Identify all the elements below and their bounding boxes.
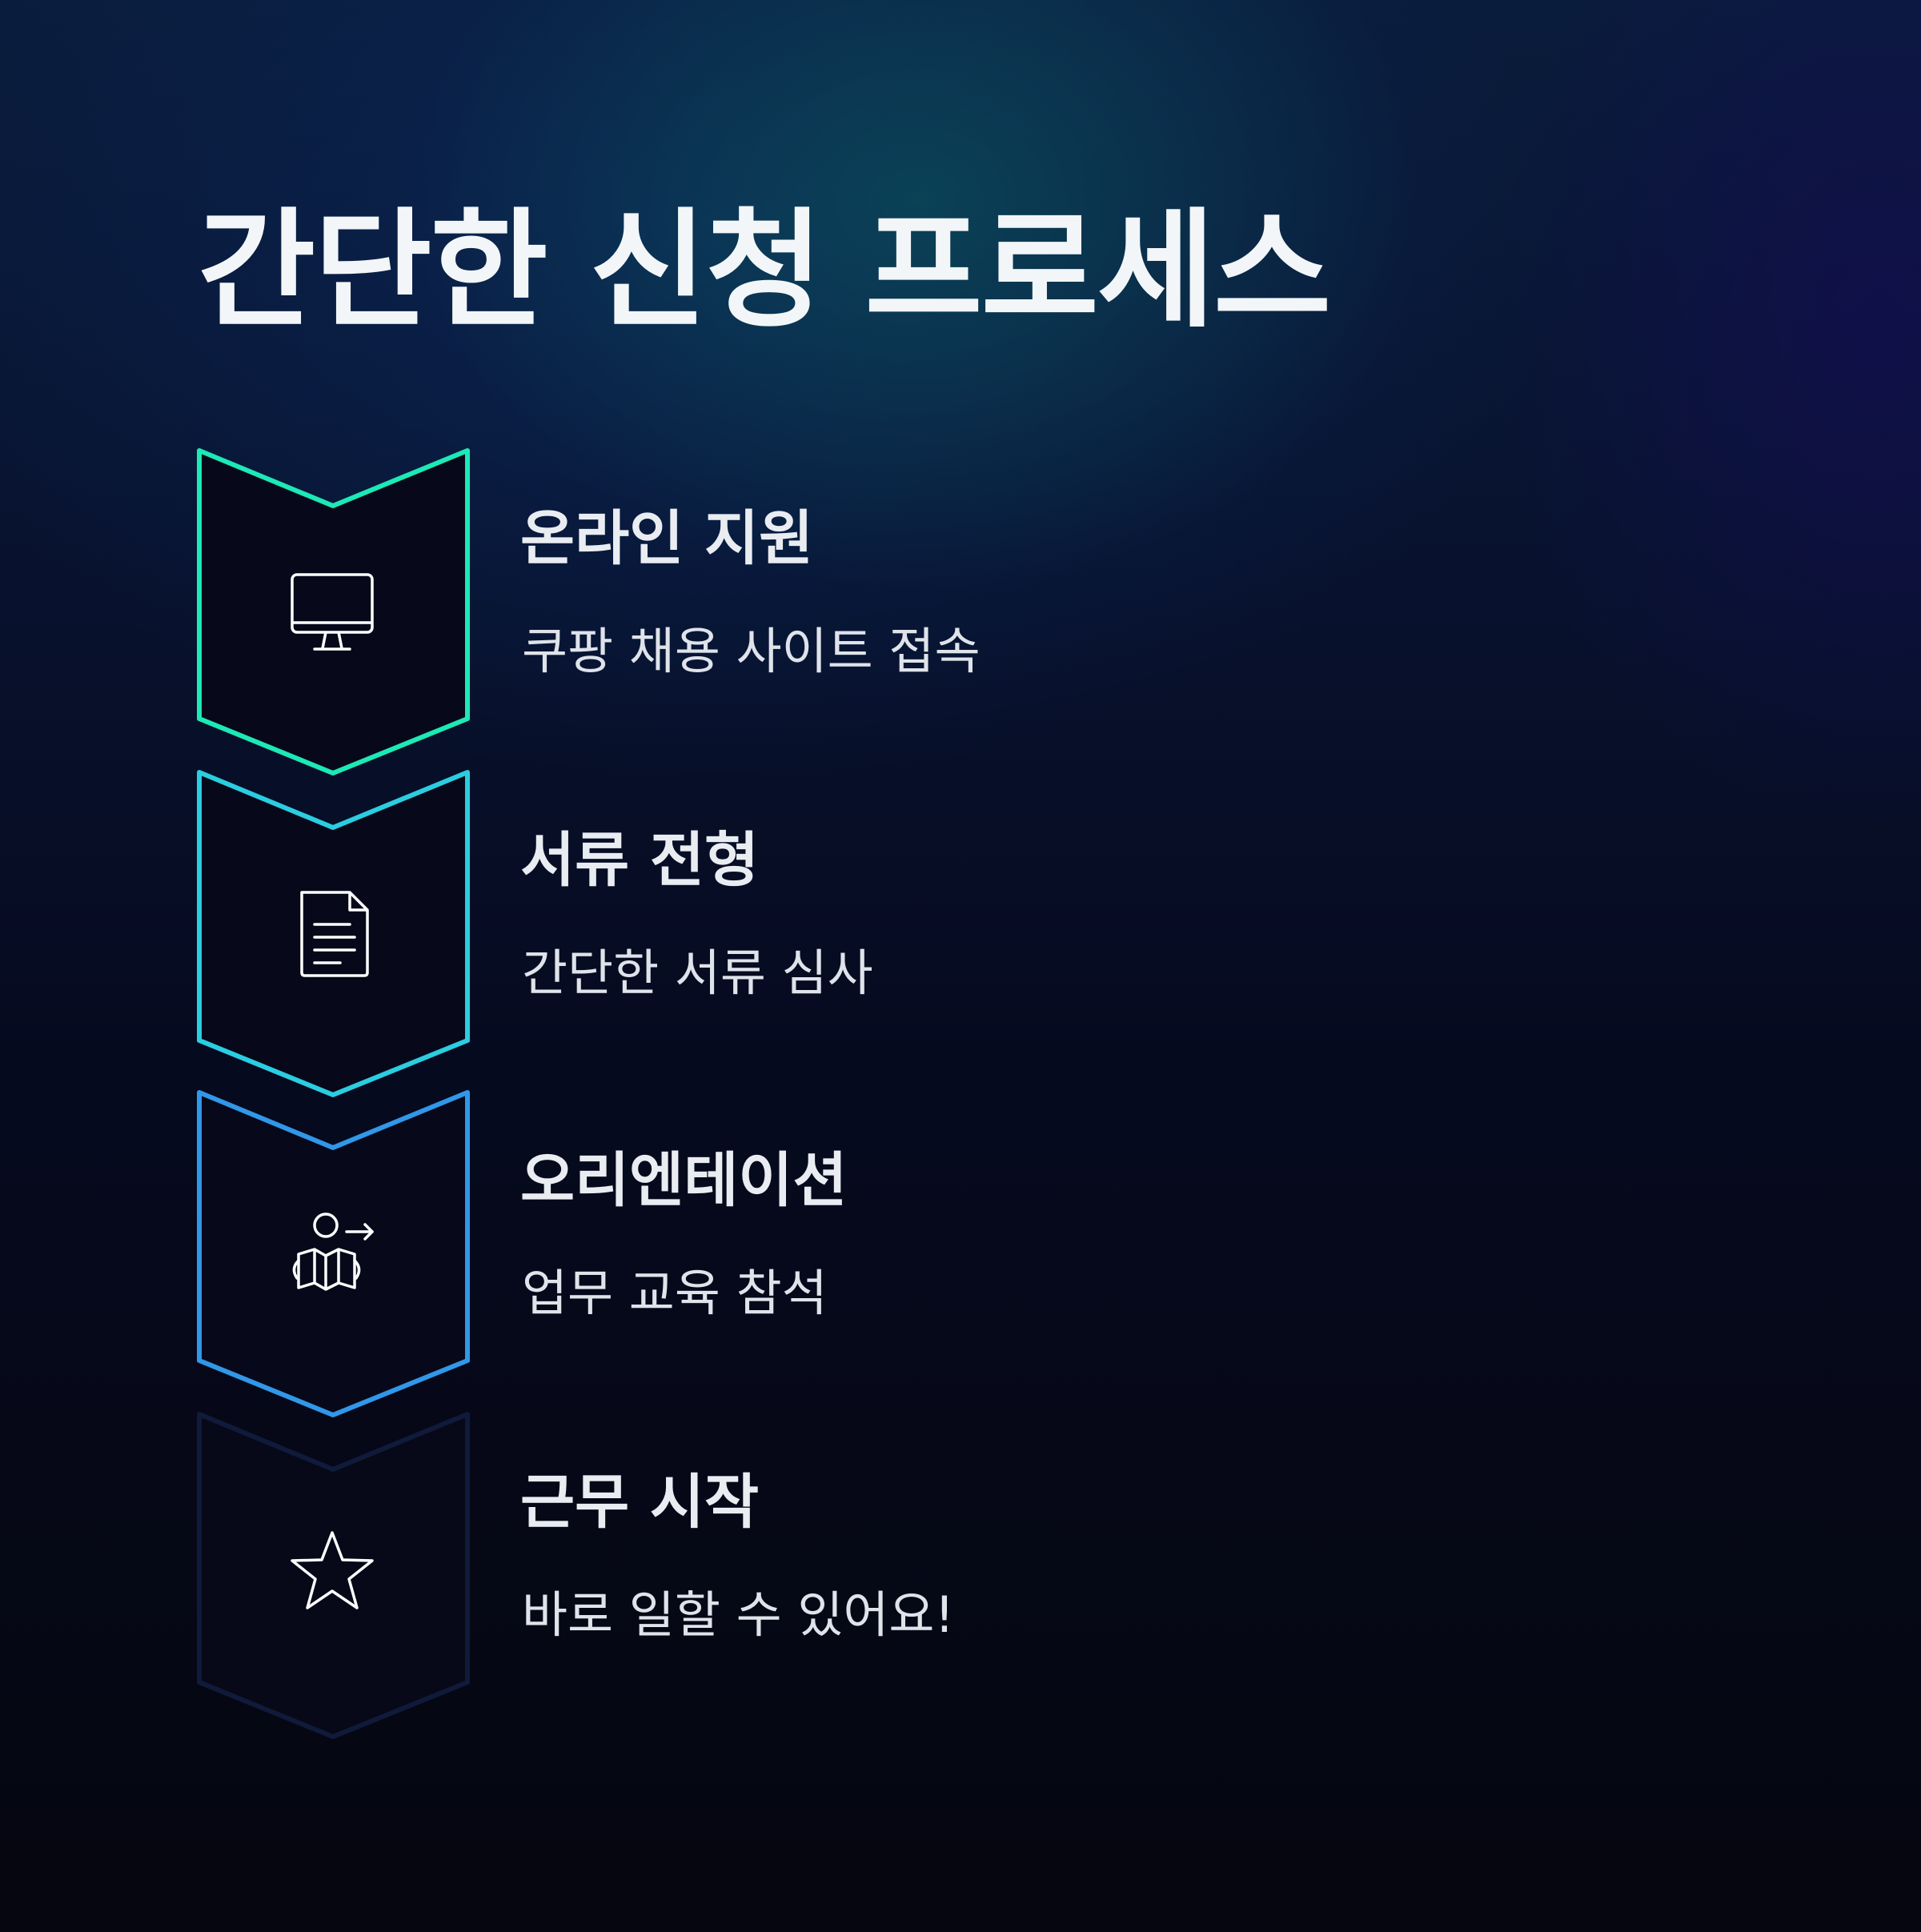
step-4-title: 근무 시작 <box>520 1468 760 1537</box>
step-4-description: 바로 일할 수 있어요! <box>522 1585 955 1644</box>
step-2-title: 서류 전형 <box>520 826 760 895</box>
step-1-chevron <box>197 448 470 776</box>
document-icon <box>300 891 369 977</box>
star-icon <box>291 1531 374 1609</box>
page-title: 간단한 신청 프로세스 <box>198 195 1331 345</box>
step-1-title: 온라인 지원 <box>520 504 814 573</box>
step-1-description: 쿠팡 채용 사이트 접속 <box>522 622 981 680</box>
desktop-monitor-icon <box>291 573 374 651</box>
step-3-description: 업무 교육 참석 <box>522 1264 828 1322</box>
step-2-chevron <box>197 770 470 1097</box>
step-2-description: 간단한 서류 심사 <box>522 944 873 1002</box>
person-reading-map-icon <box>292 1213 374 1291</box>
step-3-chevron <box>197 1090 470 1417</box>
step-3-title: 오리엔테이션 <box>520 1146 848 1215</box>
step-4-chevron <box>197 1412 470 1739</box>
